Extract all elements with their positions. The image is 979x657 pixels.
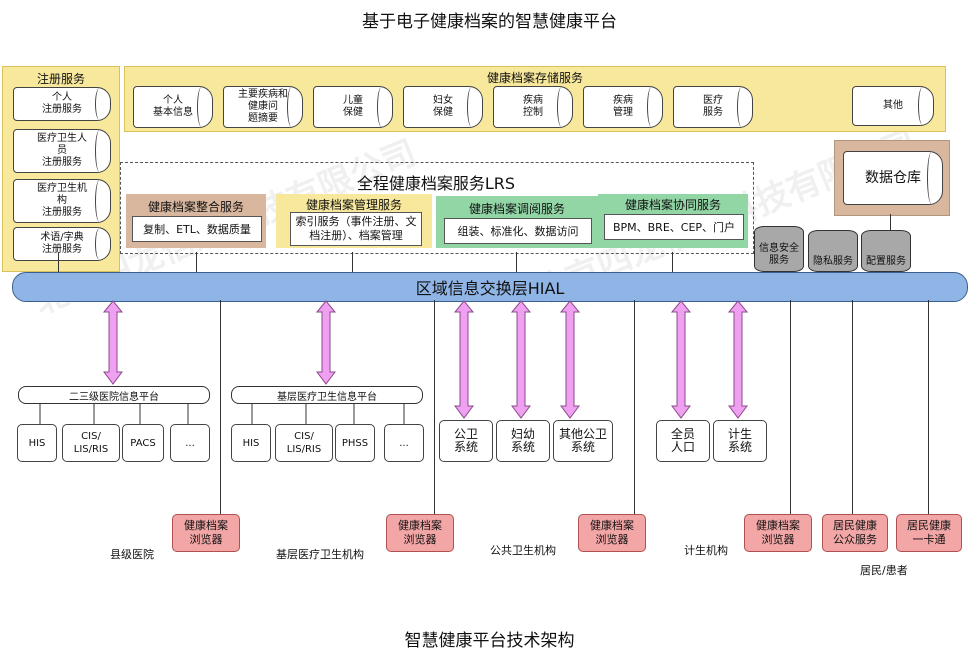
registration-item: 医疗卫生人员注册服务 — [13, 129, 111, 173]
institution-label: 公共卫生机构 — [490, 544, 556, 557]
public-system-box: 全员人口 — [656, 420, 710, 462]
registration-item: 个人注册服务 — [13, 87, 111, 121]
institution-label: 基层医疗卫生机构 — [276, 548, 364, 561]
lrs-group-collaboration: 健康档案协同服务 BPM、BRE、CEP、门户 — [598, 194, 748, 248]
storage-item: 医疗服务 — [673, 86, 753, 128]
lrs-group-integration: 健康档案整合服务 复制、ETL、数据质量 — [126, 194, 266, 248]
storage-item: 疾病管理 — [583, 86, 663, 128]
system-box: CIS/ LIS/RIS — [275, 424, 333, 462]
institution-label: 居民/患者 — [860, 564, 908, 577]
connector-line — [516, 252, 517, 272]
resident-health-card: 居民健康一卡通 — [896, 514, 962, 552]
datawarehouse-panel: 数据仓库 — [834, 140, 950, 216]
datawarehouse-cylinder: 数据仓库 — [843, 151, 943, 205]
platform-bar-hospital: 二三级医院信息平台 — [18, 386, 210, 404]
system-box: ... — [170, 424, 210, 462]
hial-bar: 区域信息交换层HIAL — [12, 272, 968, 302]
storage-item: 儿童保健 — [313, 86, 393, 128]
lrs-frame — [120, 162, 754, 254]
health-record-browser: 健康档案浏览器 — [386, 514, 454, 552]
security-service: 信息安全服务 — [754, 226, 804, 272]
registration-panel: 注册服务 个人注册服务 医疗卫生人员注册服务 医疗卫生机构注册服务 术语/字典注… — [2, 66, 120, 272]
arrow-family-planning — [727, 300, 749, 419]
connector-line — [220, 300, 221, 514]
connector-line — [890, 214, 891, 230]
system-box: CIS/ LIS/RIS — [62, 424, 120, 462]
health-record-browser: 健康档案浏览器 — [578, 514, 646, 552]
lrs-group-management: 健康档案管理服务 索引服务（事件注册、文档注册）、档案管理 — [276, 194, 432, 248]
lrs-title: 全程健康档案服务LRS — [356, 174, 516, 193]
public-system-box: 妇幼系统 — [496, 420, 550, 462]
system-box: PHSS — [335, 424, 375, 462]
resident-public-service: 居民健康公众服务 — [822, 514, 888, 552]
arrow-primary-platform — [315, 300, 337, 385]
arrow-other-public — [559, 300, 581, 419]
institution-label: 县级医院 — [110, 548, 154, 561]
connector-line — [672, 252, 673, 272]
storage-item: 其他 — [852, 86, 934, 126]
storage-item: 个人基本信息 — [133, 86, 213, 128]
connector-line — [852, 300, 853, 514]
storage-item: 疾病控制 — [493, 86, 573, 128]
arrow-population — [670, 300, 692, 419]
storage-heading: 健康档案存储服务 — [486, 71, 583, 85]
system-box: ... — [384, 424, 424, 462]
storage-item: 主要疾病和健康问题摘要 — [223, 86, 303, 128]
health-record-browser: 健康档案浏览器 — [744, 514, 812, 552]
connector-line — [634, 300, 635, 514]
connector-line — [58, 252, 59, 272]
public-system-box: 其他公卫系统 — [553, 420, 613, 462]
config-service: 配置服务 — [861, 230, 911, 272]
registration-item: 术语/字典注册服务 — [13, 227, 111, 261]
public-system-box: 公卫系统 — [439, 420, 493, 462]
system-box: HIS — [17, 424, 57, 462]
privacy-service: 隐私服务 — [808, 230, 858, 272]
lrs-group-retrieval: 健康档案调阅服务 组装、标准化、数据访问 — [436, 196, 598, 248]
diagram-title: 基于电子健康档案的智慧健康平台 — [362, 12, 617, 32]
system-box: PACS — [122, 424, 164, 462]
registration-item: 医疗卫生机构注册服务 — [13, 179, 111, 223]
arrow-hospital-platform — [102, 300, 124, 385]
connector-line — [928, 300, 929, 514]
health-record-browser: 健康档案浏览器 — [172, 514, 240, 552]
institution-label: 计生机构 — [684, 544, 728, 557]
registration-heading: 注册服务 — [36, 72, 85, 86]
platform-bar-primary: 基层医疗卫生信息平台 — [231, 386, 423, 404]
system-box: HIS — [231, 424, 271, 462]
connector-line — [790, 300, 791, 514]
connector-line — [352, 252, 353, 272]
arrow-public-health — [453, 300, 475, 419]
diagram-caption: 智慧健康平台技术架构 — [404, 631, 575, 651]
connector-line — [196, 252, 197, 272]
storage-item: 妇女保健 — [403, 86, 483, 128]
arrow-maternal — [510, 300, 532, 419]
connector-line — [434, 300, 435, 514]
public-system-box: 计生系统 — [713, 420, 767, 462]
